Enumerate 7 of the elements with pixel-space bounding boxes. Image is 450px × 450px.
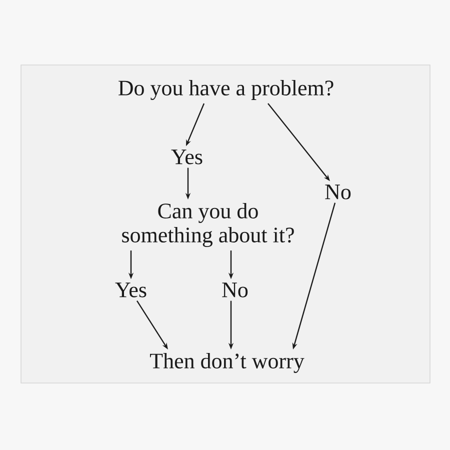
answer-text: No xyxy=(325,184,351,200)
answer-text: Yes xyxy=(115,282,146,298)
answer-text: Yes xyxy=(171,150,202,164)
conclusion-text: Then don’t worry xyxy=(150,353,304,373)
question-text: Do you have a problem? xyxy=(118,80,334,100)
answer-text: No xyxy=(222,282,248,298)
question-text: Can you do something about it? xyxy=(122,203,294,247)
